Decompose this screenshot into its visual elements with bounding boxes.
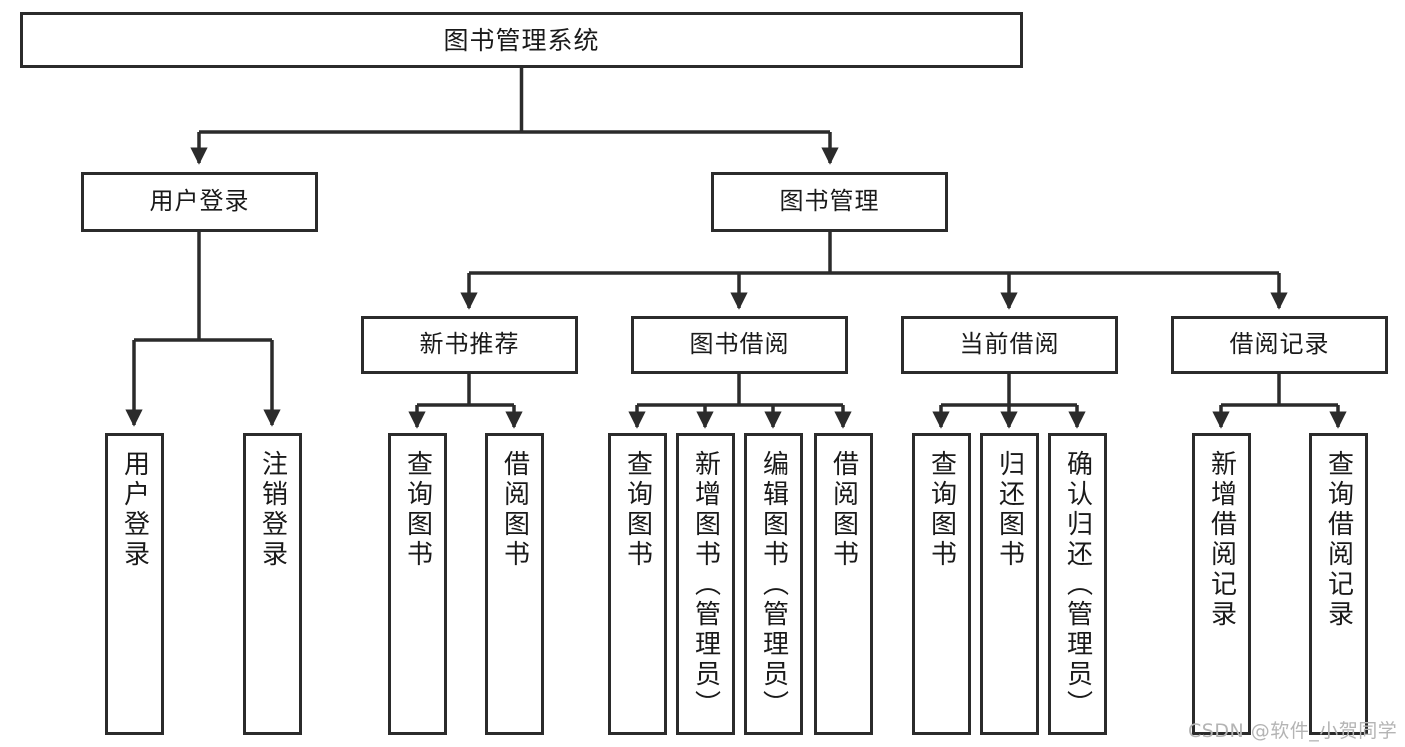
node-label: 查询图书 bbox=[622, 450, 653, 570]
node-book-borrow[interactable]: 图书借阅 bbox=[631, 316, 848, 374]
leaf-return-book[interactable]: 归还图书 bbox=[980, 433, 1039, 735]
node-label: 新书推荐 bbox=[419, 330, 520, 359]
node-label: 查询图书 bbox=[926, 450, 957, 570]
leaf-query-book-current[interactable]: 查询图书 bbox=[912, 433, 971, 735]
node-label: 编辑图书（管理员） bbox=[758, 450, 789, 720]
leaf-logout[interactable]: 注销登录 bbox=[243, 433, 302, 735]
node-label: 归还图书 bbox=[994, 450, 1025, 570]
node-label: 注销登录 bbox=[257, 450, 288, 570]
node-label: 图书借阅 bbox=[689, 330, 790, 359]
node-label: 新增借阅记录 bbox=[1206, 450, 1237, 630]
leaf-user-login[interactable]: 用户登录 bbox=[105, 433, 164, 735]
node-label: 图书管理系统 bbox=[443, 25, 600, 55]
leaf-edit-book-admin[interactable]: 编辑图书（管理员） bbox=[744, 433, 803, 735]
node-label: 图书管理 bbox=[779, 187, 880, 216]
leaf-query-borrow-record[interactable]: 查询借阅记录 bbox=[1309, 433, 1368, 735]
node-root-system[interactable]: 图书管理系统 bbox=[20, 12, 1023, 68]
leaf-borrow-book[interactable]: 借阅图书 bbox=[814, 433, 873, 735]
leaf-add-borrow-record[interactable]: 新增借阅记录 bbox=[1192, 433, 1251, 735]
node-label: 当前借阅 bbox=[959, 330, 1060, 359]
node-label: 用户登录 bbox=[149, 187, 250, 216]
node-new-book-recommend[interactable]: 新书推荐 bbox=[361, 316, 578, 374]
leaf-add-book-admin[interactable]: 新增图书（管理员） bbox=[676, 433, 735, 735]
node-label: 借阅记录 bbox=[1229, 330, 1330, 359]
node-label: 确认归还（管理员） bbox=[1062, 450, 1093, 720]
node-label: 查询图书 bbox=[402, 450, 433, 570]
node-label: 用户登录 bbox=[119, 450, 150, 570]
csdn-watermark: CSDN @软件_小贺同学 bbox=[1188, 720, 1398, 742]
leaf-confirm-return-admin[interactable]: 确认归还（管理员） bbox=[1048, 433, 1107, 735]
leaf-query-book-borrow[interactable]: 查询图书 bbox=[608, 433, 667, 735]
node-borrow-record[interactable]: 借阅记录 bbox=[1171, 316, 1388, 374]
leaf-query-book-recommend[interactable]: 查询图书 bbox=[388, 433, 447, 735]
node-book-management[interactable]: 图书管理 bbox=[711, 172, 948, 232]
node-label: 查询借阅记录 bbox=[1323, 450, 1354, 630]
node-label: 借阅图书 bbox=[499, 450, 530, 570]
leaf-borrow-book-recommend[interactable]: 借阅图书 bbox=[485, 433, 544, 735]
node-label: 借阅图书 bbox=[828, 450, 859, 570]
node-label: 新增图书（管理员） bbox=[690, 450, 721, 720]
node-user-login[interactable]: 用户登录 bbox=[81, 172, 318, 232]
node-current-borrow[interactable]: 当前借阅 bbox=[901, 316, 1118, 374]
